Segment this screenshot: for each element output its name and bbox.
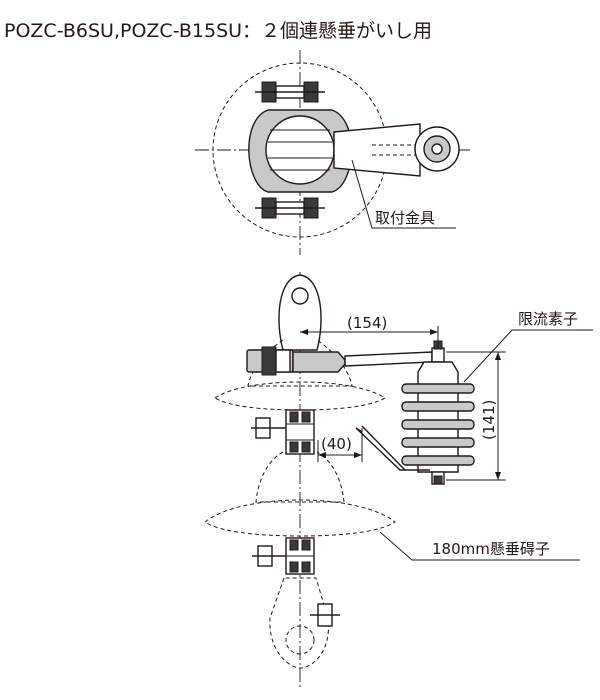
insulator-label: 180mm懸垂碍子 <box>432 540 550 558</box>
current-limiting-element-callout: 限流素子 <box>463 310 593 383</box>
current-limiting-element <box>355 340 475 485</box>
side-view <box>204 274 433 669</box>
top-bolt-upper <box>255 81 325 103</box>
insulator-callout: 180mm懸垂碍子 <box>379 531 580 561</box>
top-view <box>195 50 470 255</box>
dimension-141-label: (141) <box>480 400 498 440</box>
dimension-40: (40) <box>317 428 363 462</box>
mounting-bracket-callout: 取付金具 <box>351 159 456 229</box>
dimension-40-label: (40) <box>321 435 352 453</box>
top-bolt-lower <box>255 197 325 219</box>
dimension-154: (154) <box>300 314 439 348</box>
mounting-bracket-label: 取付金具 <box>375 209 435 227</box>
current-limiting-element-label: 限流素子 <box>518 310 578 328</box>
dimension-141: (141) <box>446 351 506 481</box>
page-title: POZC-B6SU,POZC-B15SU：２個連懸垂がいし用 <box>4 20 432 42</box>
dimension-154-label: (154) <box>347 314 387 332</box>
